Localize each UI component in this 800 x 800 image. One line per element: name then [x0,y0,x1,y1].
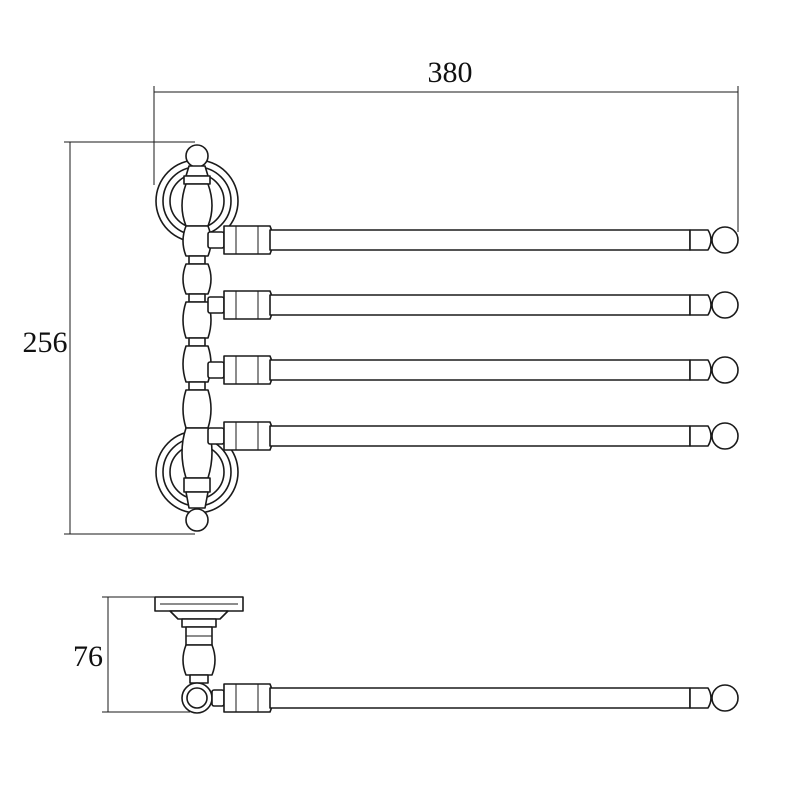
width-dimension: 380 [153,56,739,232]
height-dimension: 256 [23,141,195,535]
depth-dimension: 76 [73,596,190,713]
top-view-arm [211,683,739,713]
swivel-arm-4 [207,421,739,451]
width-dimension-label: 380 [428,56,473,89]
swivel-arm-3 [207,355,739,385]
swivel-arm-1 [207,225,739,255]
top-view-wall-plate [154,596,244,620]
top-view-hinge-ring [181,682,213,714]
depth-dimension-label: 76 [73,640,103,673]
swivel-arm-2 [207,290,739,320]
top-view-post [181,618,217,684]
height-dimension-label: 256 [23,326,68,359]
vertical-post [181,144,213,532]
